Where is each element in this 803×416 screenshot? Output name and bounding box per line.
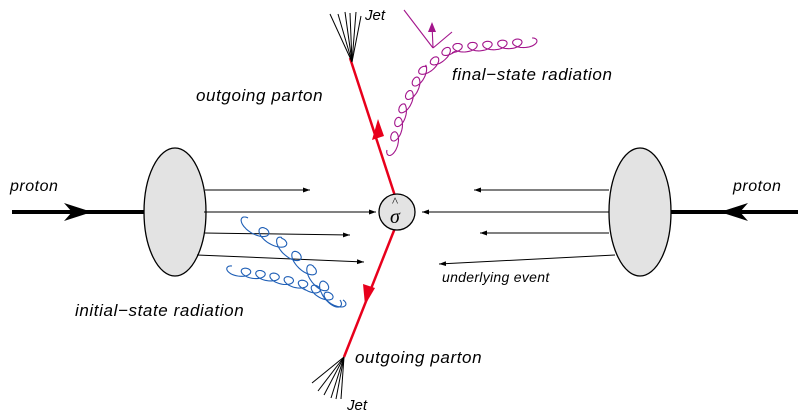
outgoing-parton-label-bottom: outgoing parton <box>355 348 482 367</box>
proton-label-left: proton <box>9 178 58 195</box>
proton-label-right: proton <box>732 178 781 195</box>
underlying-event-label: underlying event <box>442 269 550 285</box>
outgoing-parton-top-line <box>348 57 397 197</box>
jet-spray-top <box>329 11 362 63</box>
proton-blob-right <box>608 147 672 277</box>
final-state-radiation-label: final−state radiation <box>452 65 613 84</box>
hard-scatter-vertex: ^ σ <box>378 193 416 231</box>
initial-state-radiation-label: initial−state radiation <box>75 301 244 320</box>
jet-spray-bottom <box>311 356 345 400</box>
final-state-arrow <box>428 22 436 32</box>
proton-blob-left <box>143 147 207 277</box>
outgoing-parton-top-arrow <box>372 119 384 140</box>
sigma-symbol: σ <box>390 206 401 228</box>
proton-beam-right <box>668 203 798 221</box>
outgoing-parton-label-top: outgoing parton <box>196 86 323 105</box>
proton-beam-left <box>12 203 148 221</box>
initial-state-radiation-gluon <box>226 216 347 308</box>
final-state-radiation-gluon <box>386 9 538 157</box>
proton-arrow-left <box>64 203 92 221</box>
jet-label-top: Jet <box>364 7 386 24</box>
proton-arrow-right <box>720 203 748 221</box>
jet-label-bottom: Jet <box>346 397 368 414</box>
sigma-hat: ^ <box>392 194 398 209</box>
outgoing-parton-bottom-arrow <box>363 284 375 305</box>
left-partons <box>196 187 376 265</box>
right-partons <box>422 187 616 267</box>
